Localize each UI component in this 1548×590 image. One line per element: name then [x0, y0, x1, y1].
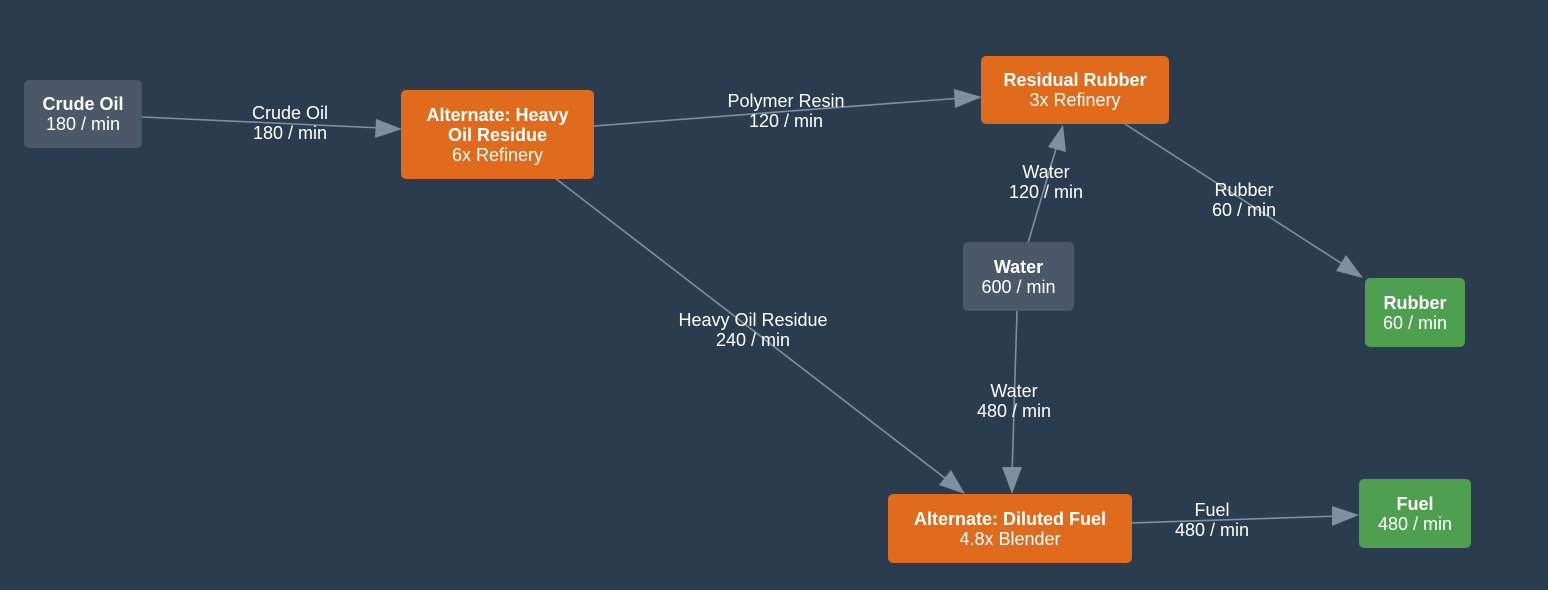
- node-heavy-oil-residue[interactable]: Alternate: Heavy Oil Residue 6x Refinery: [401, 90, 594, 179]
- edge-label-item: Fuel: [1194, 500, 1230, 520]
- edge-label-item: Water: [1022, 162, 1070, 182]
- edge-heavy-to-diluted: [554, 177, 951, 483]
- node-heavy-oil-residue-title-line1: Alternate: Heavy: [426, 104, 569, 125]
- arrowhead-heavy-to-diluted: [939, 470, 965, 494]
- node-fuel-rate: 480 / min: [1377, 513, 1453, 534]
- edge-label-item: Water: [990, 381, 1038, 401]
- edge-label-rate: 240 / min: [715, 330, 791, 350]
- edge-label-residual-to-rubber: Rubber 60 / min: [1212, 180, 1276, 220]
- arrowhead-water-to-diluted: [1002, 467, 1022, 494]
- arrowhead-crude-to-heavy: [375, 119, 402, 138]
- arrowhead-water-to-residual: [1048, 125, 1066, 152]
- node-crude-oil-title: Crude Oil: [42, 94, 124, 114]
- node-fuel[interactable]: Fuel 480 / min: [1359, 479, 1471, 548]
- node-rubber[interactable]: Rubber 60 / min: [1365, 278, 1465, 347]
- edge-label-diluted-to-fuel: Fuel 480 / min: [1175, 500, 1249, 540]
- node-heavy-oil-residue-title-line2: Oil Residue: [447, 124, 548, 145]
- node-heavy-oil-residue-machines: 6x Refinery: [451, 144, 544, 165]
- node-rubber-title: Rubber: [1383, 292, 1447, 313]
- arrowhead-diluted-to-fuel: [1332, 506, 1359, 526]
- edge-label-rate: 480 / min: [1174, 520, 1250, 540]
- node-water-rate: 600 / min: [981, 276, 1056, 297]
- arrowhead-heavy-to-residual: [954, 89, 982, 108]
- node-water-title: Water: [993, 256, 1044, 277]
- node-diluted-fuel-title: Alternate: Diluted Fuel: [913, 508, 1106, 529]
- node-rubber-rate: 60 / min: [1382, 312, 1448, 333]
- edge-residual-to-rubber: [1124, 123, 1348, 268]
- edge-label-water-to-residual: Water 120 / min: [1009, 162, 1083, 202]
- edge-label-water-to-diluted: Water 480 / min: [977, 381, 1051, 421]
- edge-label-heavy-to-residual: Polymer Resin 120 / min: [727, 91, 844, 131]
- arrowhead-residual-to-rubber: [1336, 255, 1363, 278]
- edge-label-item: Rubber: [1214, 180, 1274, 200]
- node-residual-rubber-machines: 3x Refinery: [1029, 90, 1121, 110]
- edge-diluted-to-fuel: [1130, 515, 1340, 524]
- edge-label-item: Polymer Resin: [727, 91, 845, 111]
- node-crude-oil-rate: 180 / min: [45, 114, 121, 134]
- edge-label-rate: 480 / min: [976, 401, 1052, 421]
- node-water[interactable]: Water 600 / min: [963, 242, 1074, 311]
- edge-water-to-diluted: [1011, 310, 1018, 476]
- edge-label-rate: 120 / min: [1008, 182, 1084, 202]
- edge-label-item: Crude Oil: [251, 103, 329, 123]
- node-residual-rubber-title: Residual Rubber: [1003, 70, 1147, 90]
- edge-water-to-residual: [1027, 141, 1059, 244]
- edge-crude-to-heavy: [141, 116, 383, 129]
- node-fuel-title: Fuel: [1396, 493, 1434, 514]
- edge-label-crude-to-heavy: Crude Oil 180 / min: [252, 103, 328, 143]
- node-diluted-fuel-machines: 4.8x Blender: [959, 528, 1061, 549]
- edge-label-item: Heavy Oil Residue: [678, 310, 828, 330]
- edge-label-heavy-to-diluted: Heavy Oil Residue 240 / min: [678, 310, 827, 350]
- edge-label-rate: 180 / min: [252, 123, 328, 143]
- node-diluted-fuel[interactable]: Alternate: Diluted Fuel 4.8x Blender: [888, 494, 1132, 563]
- edge-label-rate: 60 / min: [1211, 200, 1277, 220]
- node-crude-oil[interactable]: Crude Oil 180 / min: [24, 80, 142, 148]
- node-residual-rubber[interactable]: Residual Rubber 3x Refinery: [981, 56, 1169, 124]
- edge-heavy-to-residual: [593, 97, 963, 127]
- edge-label-rate: 120 / min: [748, 111, 824, 131]
